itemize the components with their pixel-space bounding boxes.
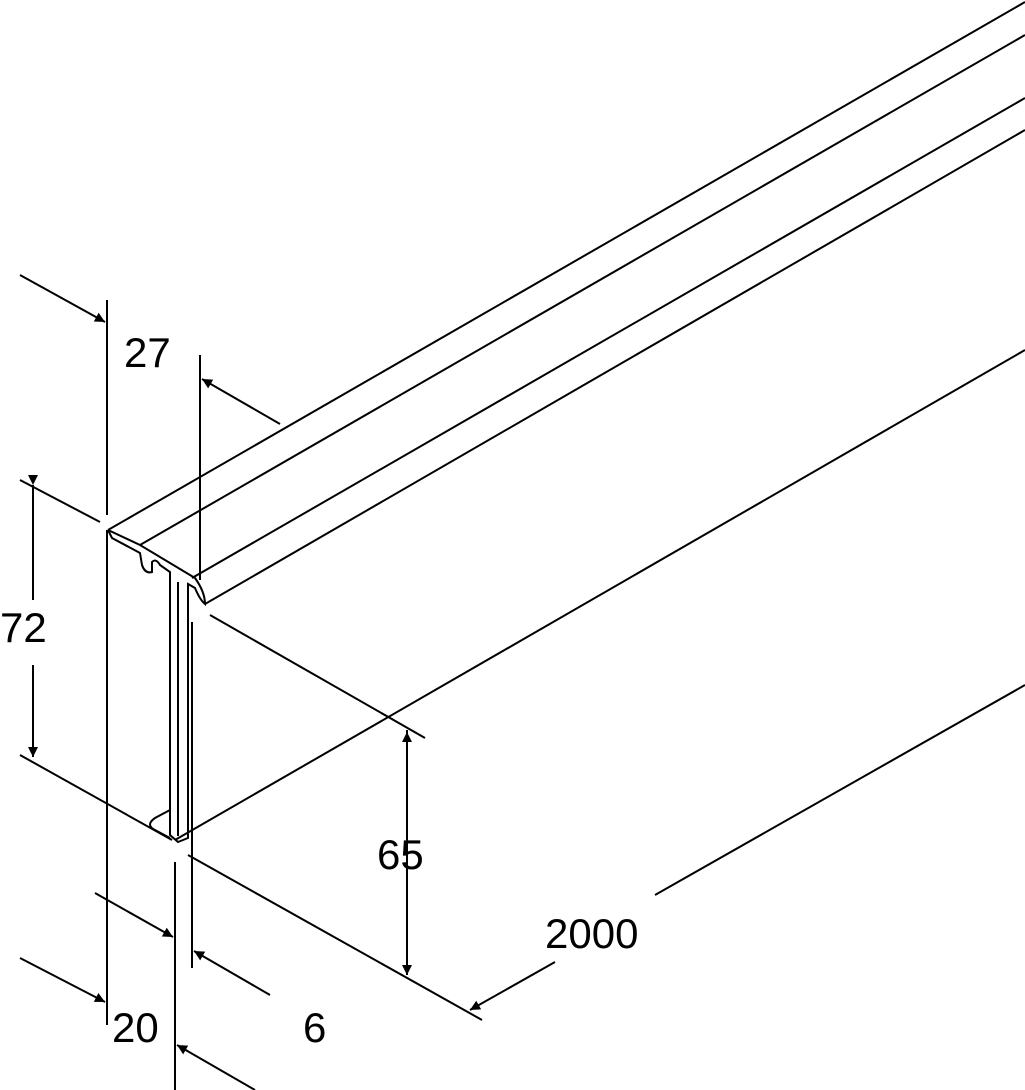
top-edge (107, 1, 1025, 531)
dimension-27: 27 (124, 329, 171, 376)
groove-edge-1 (139, 34, 1025, 546)
groove-edge-2 (191, 97, 1025, 579)
dimension-20: 20 (112, 1004, 159, 1051)
side-bottom-edge (174, 349, 1025, 841)
dimension-72: 72 (0, 604, 47, 651)
dimension-2000: 2000 (545, 910, 639, 957)
dimension-65: 65 (377, 831, 424, 878)
lip-edge (204, 129, 1025, 605)
dimension-6: 6 (303, 1004, 327, 1051)
profile-end (107, 529, 207, 844)
